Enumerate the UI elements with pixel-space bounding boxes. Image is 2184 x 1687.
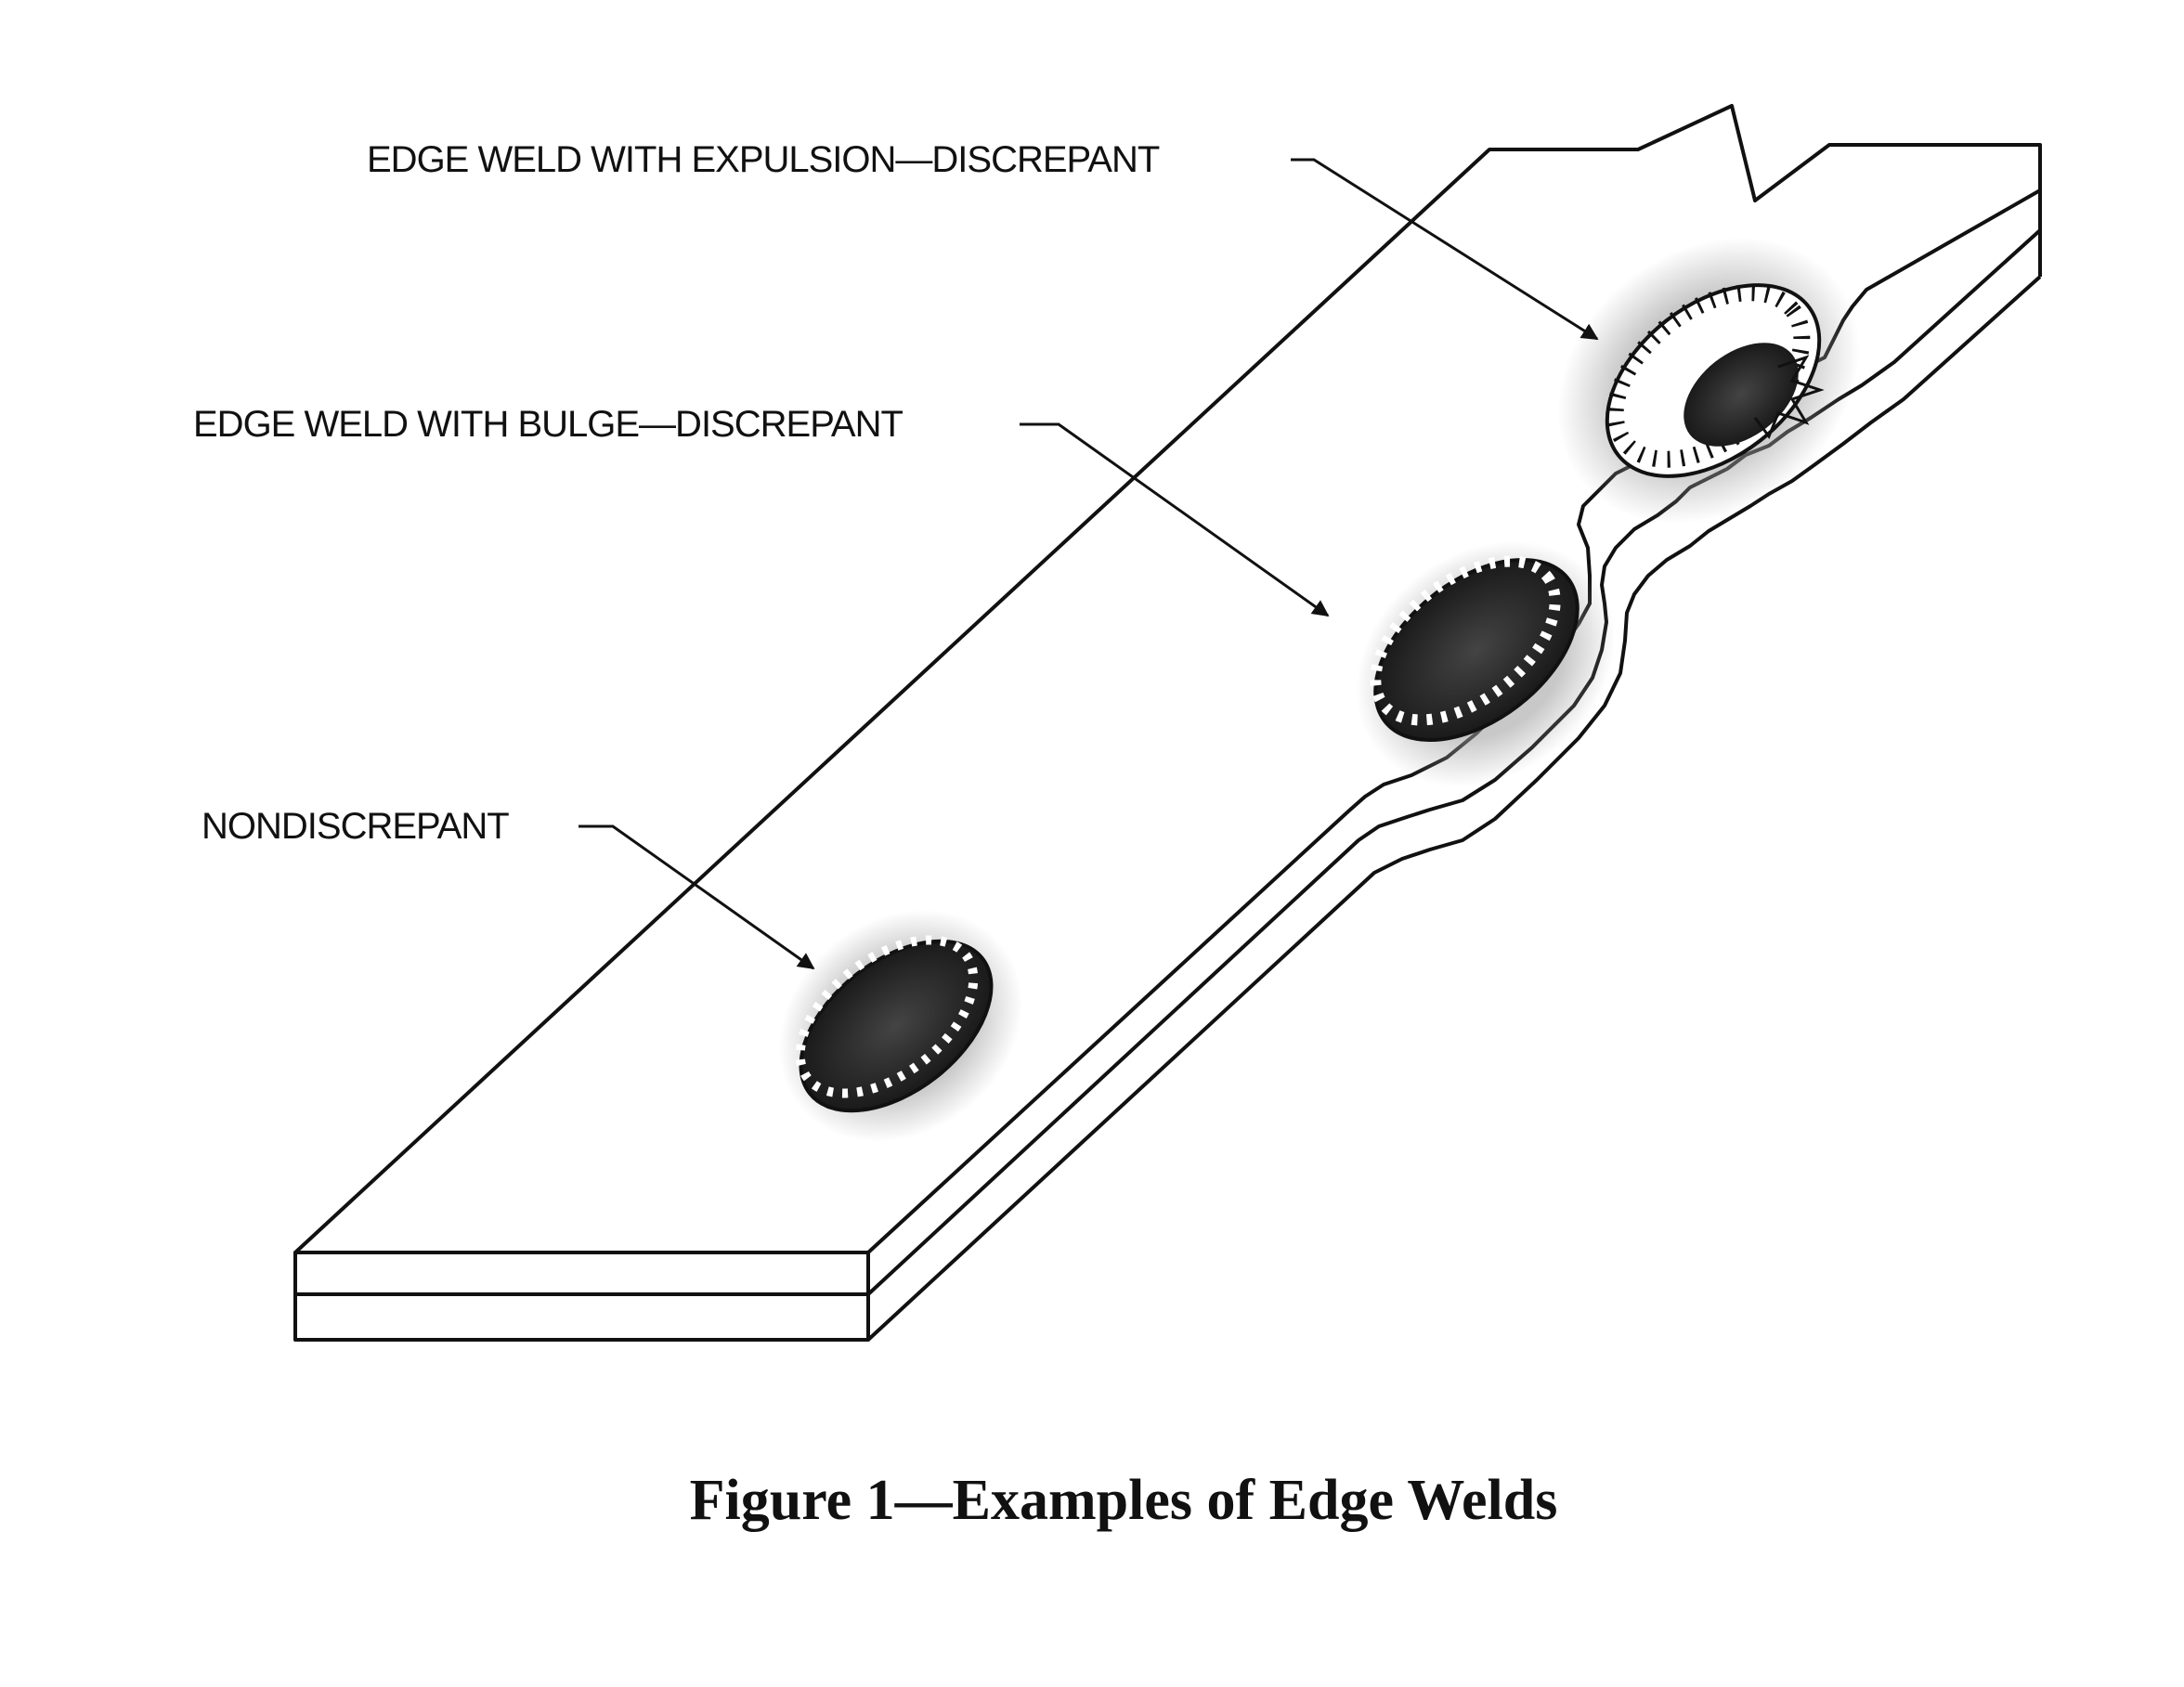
leader-bulge	[1020, 422, 1330, 617]
leader-expulsion	[1291, 158, 1599, 341]
label-bulge: EDGE WELD WITH BULGE—DISCREPANT	[193, 404, 904, 445]
strip-front-face-lower	[293, 1292, 870, 1342]
weld-nondiscrepant	[778, 909, 1023, 1143]
strip-side-edge-2	[866, 275, 2042, 1342]
leader-lines	[578, 158, 1599, 970]
label-expulsion: EDGE WELD WITH EXPULSION—DISCREPANT	[367, 139, 1160, 180]
strip-front-face-upper	[293, 1251, 870, 1296]
figure-caption: Figure 1—Examples of Edge Welds	[689, 1469, 1558, 1532]
label-nondiscrepant: NONDISCREPANT	[202, 806, 510, 847]
weld-bulge	[1356, 540, 1616, 787]
leader-nondiscrepant	[578, 824, 815, 970]
expulsion-burst	[1753, 355, 1825, 440]
weld-expulsion	[1557, 237, 1860, 525]
